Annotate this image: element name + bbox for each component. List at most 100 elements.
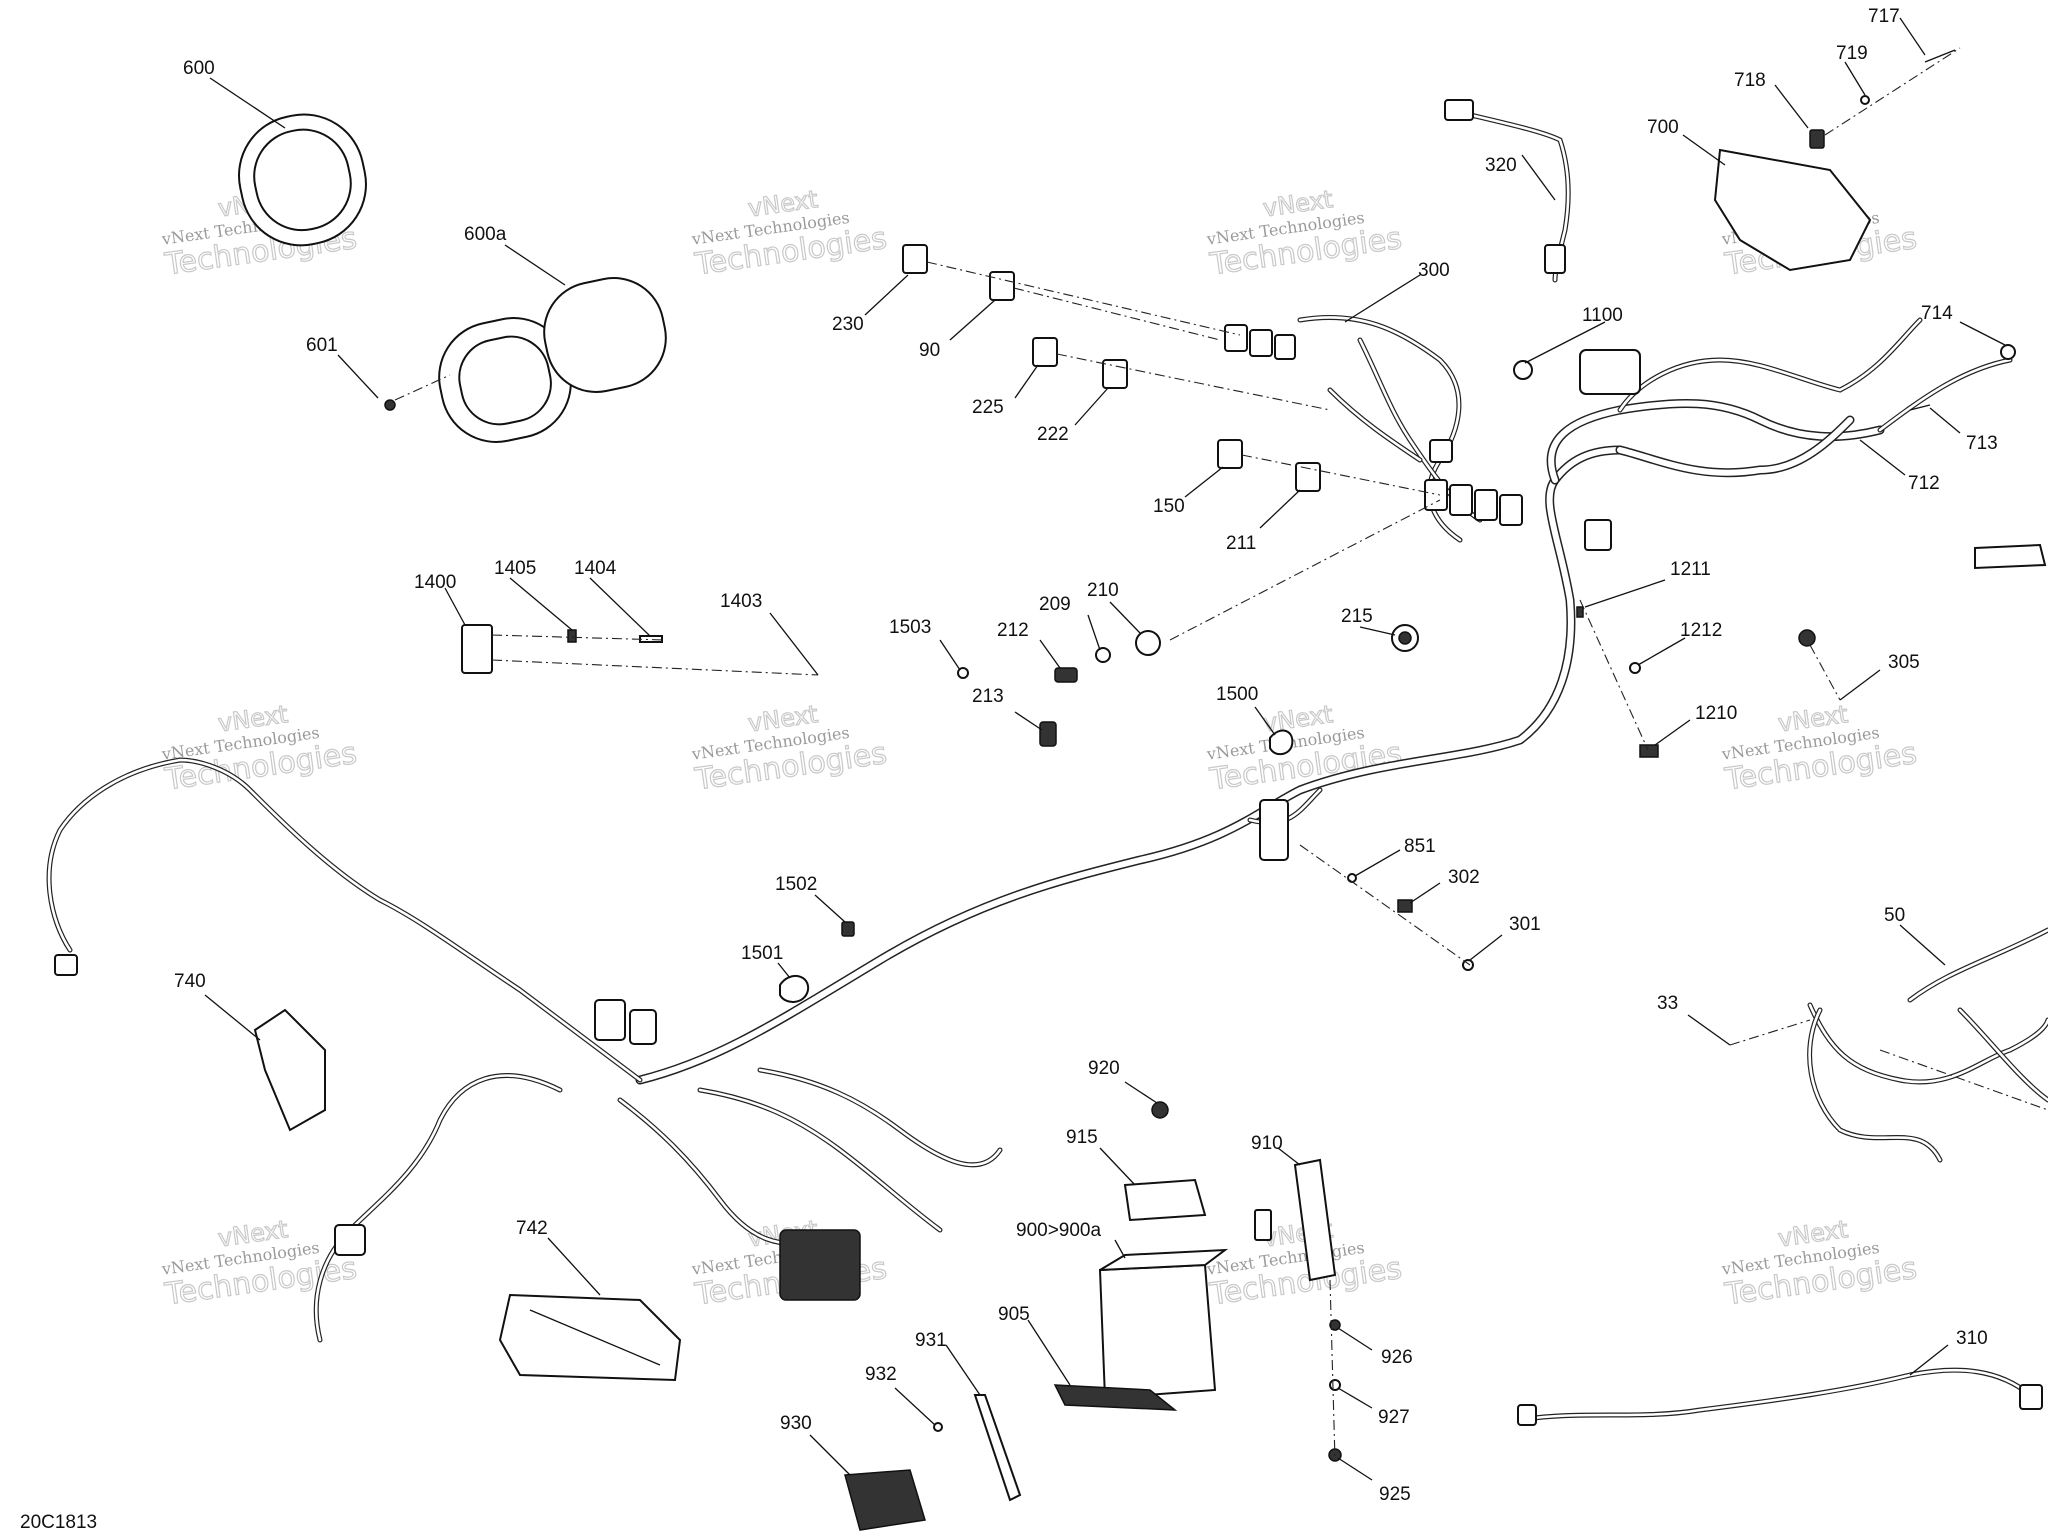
- connector: [1249, 329, 1273, 357]
- label-713: 713: [1966, 433, 1998, 454]
- battery-900: [1098, 1263, 1217, 1400]
- label-1210: 1210: [1695, 703, 1737, 724]
- connector: [1449, 484, 1473, 516]
- label-900: 900>900a: [1016, 1220, 1101, 1241]
- label-717: 717: [1868, 6, 1900, 27]
- label-700: 700: [1647, 117, 1679, 138]
- gauge-bezel-inner: [253, 128, 352, 232]
- label-301: 301: [1509, 914, 1541, 935]
- nut-926: [1329, 1319, 1341, 1331]
- label-1501: 1501: [741, 943, 783, 964]
- label-742: 742: [516, 1218, 548, 1239]
- part-932: [933, 1422, 943, 1432]
- label-310: 310: [1956, 1328, 1988, 1349]
- label-222: 222: [1037, 424, 1069, 445]
- connector: [1499, 494, 1523, 526]
- main-harness: [46, 314, 2013, 1343]
- part-1210: [1639, 744, 1659, 758]
- light-742: [498, 1293, 682, 1382]
- harness-50: [1729, 927, 2048, 1163]
- connector: [1224, 324, 1248, 352]
- part-1405: [567, 629, 577, 643]
- relay-225: [1032, 337, 1058, 367]
- part-213: [1039, 721, 1057, 747]
- connector: [1424, 479, 1448, 511]
- connector: [629, 1009, 657, 1045]
- label-915: 915: [1066, 1127, 1098, 1148]
- connector: [1274, 334, 1296, 360]
- gauge-cluster-group: [238, 113, 667, 443]
- part-305: [1798, 629, 1816, 647]
- watermark-8: vNext Technologies Technologies vNext: [1720, 700, 1920, 799]
- label-930: 930: [780, 1413, 812, 1434]
- label-300: 300: [1418, 260, 1450, 281]
- label-33: 33: [1657, 993, 1678, 1014]
- relay-222: [1102, 359, 1128, 389]
- connector: [54, 954, 78, 976]
- label-1405: 1405: [494, 558, 536, 579]
- part-301: [1462, 959, 1474, 971]
- pad-905: [1053, 1384, 1178, 1411]
- bracket-931: [973, 1394, 1022, 1502]
- leader-lines: [204, 17, 2006, 1481]
- relay-parts: [902, 244, 1441, 641]
- relay-90: [989, 271, 1015, 301]
- watermark-3: vNext Technologies Technologies vNext: [1205, 185, 1405, 284]
- label-90: 90: [919, 340, 940, 361]
- label-910: 910: [1251, 1133, 1283, 1154]
- label-600: 600: [183, 58, 215, 79]
- label-305: 305: [1888, 652, 1920, 673]
- grommet-718: [1809, 129, 1825, 149]
- part-920: [1151, 1101, 1169, 1119]
- label-920: 920: [1088, 1058, 1120, 1079]
- part-915: [1123, 1178, 1207, 1222]
- part-302: [1397, 899, 1413, 913]
- label-601: 601: [306, 335, 338, 356]
- bracket-700: [1713, 47, 1961, 272]
- sensor-plug: [1444, 99, 1474, 121]
- part-1503: [957, 667, 969, 679]
- group-930: [844, 1394, 1022, 1531]
- group-1400: [461, 624, 819, 676]
- part-1211: [1576, 606, 1584, 618]
- connector: [594, 999, 626, 1041]
- label-927: 927: [1378, 1407, 1410, 1428]
- label-931: 931: [915, 1330, 947, 1351]
- part-1404: [639, 635, 663, 643]
- connector: [1517, 1404, 1537, 1426]
- connector: [334, 1224, 366, 1256]
- label-1403: 1403: [720, 591, 762, 612]
- part-851: [1347, 873, 1357, 883]
- group-210: [957, 630, 1161, 747]
- label-925: 925: [1379, 1484, 1411, 1505]
- label-1404: 1404: [574, 558, 617, 579]
- screw: [384, 399, 396, 411]
- label-211: 211: [1226, 533, 1256, 554]
- label-714: 714: [1921, 303, 1953, 324]
- cap-714: [2000, 344, 2016, 360]
- label-150: 150: [1153, 496, 1185, 517]
- watermark-6: vNext Technologies Technologies vNext: [690, 700, 890, 799]
- gauge-housing-inner: [458, 335, 552, 426]
- misc-parts-right: [1391, 360, 2047, 758]
- watermark-12: vNext Technologies Technologies vNext: [1720, 1215, 1920, 1314]
- connector: [1584, 519, 1612, 551]
- bracket-right-edge: [1974, 543, 2047, 570]
- sensor-320: [1444, 99, 1571, 283]
- harness-connectors: [54, 324, 1641, 1301]
- label-600a: 600a: [464, 224, 507, 245]
- relay-150: [1217, 439, 1243, 469]
- label-1500: 1500: [1216, 684, 1258, 705]
- label-712: 712: [1908, 473, 1940, 494]
- callout-labels: 600 600a 601 230 90 225 222 150 211 300 …: [174, 6, 1998, 1505]
- label-302: 302: [1448, 867, 1480, 888]
- group-1500: [1269, 729, 1474, 971]
- watermark-7: vNext Technologies Technologies vNext: [1205, 700, 1405, 799]
- label-230: 230: [832, 314, 864, 335]
- label-1211: 1211: [1670, 559, 1711, 580]
- label-210: 210: [1087, 580, 1119, 601]
- connector: [1474, 489, 1498, 521]
- lights: [253, 1008, 682, 1382]
- label-1400: 1400: [414, 572, 456, 593]
- bolt-717: [1924, 49, 1956, 63]
